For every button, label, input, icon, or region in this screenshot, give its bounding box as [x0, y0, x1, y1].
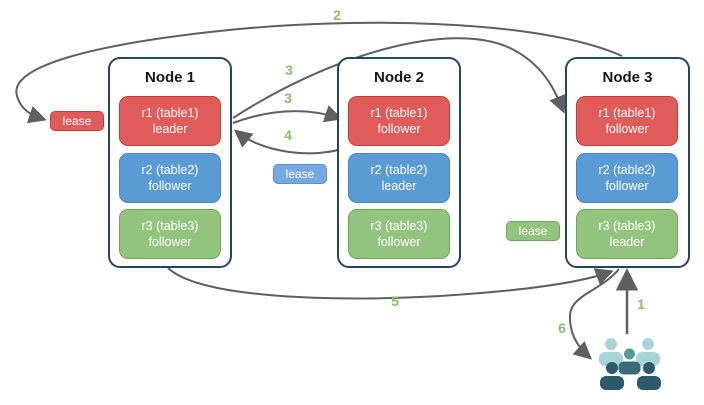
- replica-role: follower: [148, 235, 192, 249]
- replica-box-r3: r3 (table3) follower: [119, 209, 221, 259]
- node-1-panel: Node 1 r1 (table1) leader r2 (table2) fo…: [108, 57, 232, 268]
- lease-badge-green: lease: [506, 221, 560, 241]
- replica-box-r2: r2 (table2) follower: [119, 153, 221, 203]
- replica-label: r3 (table3): [598, 218, 656, 233]
- replica-role: follower: [377, 122, 421, 136]
- person-bottom-left-icon: [600, 362, 624, 390]
- lease-badge-blue: lease: [273, 164, 327, 184]
- replica-label: r3 (table3): [370, 218, 428, 233]
- replica-label: r3 (table3): [141, 218, 199, 233]
- replica-role: follower: [605, 122, 649, 136]
- step-label-3a: 3: [285, 62, 293, 78]
- replica-label: r1 (table1): [370, 105, 428, 120]
- person-top-right-icon: [636, 338, 660, 366]
- replica-label: r2 (table2): [598, 162, 656, 177]
- replica-box-r2: r2 (table2) follower: [576, 153, 678, 203]
- node-3-panel: Node 3 r1 (table1) follower r2 (table2) …: [565, 57, 690, 268]
- replica-label: r1 (table1): [141, 105, 199, 120]
- step-label-4: 4: [284, 127, 292, 143]
- replica-box-r1: r1 (table1) follower: [576, 96, 678, 146]
- replica-role: leader: [152, 122, 188, 136]
- step-label-2: 2: [333, 7, 341, 23]
- replica-box-r3: r3 (table3) leader: [576, 209, 678, 259]
- node-title: Node 2: [373, 69, 424, 86]
- replica-label: r2 (table2): [370, 162, 428, 177]
- replica-box-r1: r1 (table1) follower: [348, 96, 450, 146]
- replica-label: r1 (table1): [598, 105, 656, 120]
- users-group-icon: [599, 338, 661, 390]
- step-label-3b: 3: [284, 90, 292, 106]
- node-2-panel: Node 2 r1 (table1) follower r2 (table2) …: [337, 57, 461, 268]
- replica-role: leader: [381, 179, 417, 193]
- replica-box-r3: r3 (table3) follower: [348, 209, 450, 259]
- arrow-3-node1-to-node2: [232, 105, 343, 124]
- step-label-6: 6: [558, 320, 566, 336]
- node-title: Node 1: [144, 69, 195, 86]
- step-label-5: 5: [391, 293, 399, 309]
- replica-role: follower: [605, 179, 649, 193]
- replica-role: leader: [609, 235, 645, 249]
- node-title: Node 3: [602, 69, 653, 86]
- person-bottom-right-icon: [637, 362, 661, 390]
- person-top-left-icon: [599, 338, 623, 366]
- lease-badge-red: lease: [50, 111, 104, 131]
- person-center-icon: [618, 348, 641, 375]
- replica-box-r1: r1 (table1) leader: [119, 96, 221, 146]
- replica-label: r2 (table2): [141, 162, 199, 177]
- replica-role: follower: [148, 179, 192, 193]
- step-label-1: 1: [637, 296, 645, 312]
- replica-role: follower: [377, 235, 421, 249]
- replica-box-r2: r2 (table2) leader: [348, 153, 450, 203]
